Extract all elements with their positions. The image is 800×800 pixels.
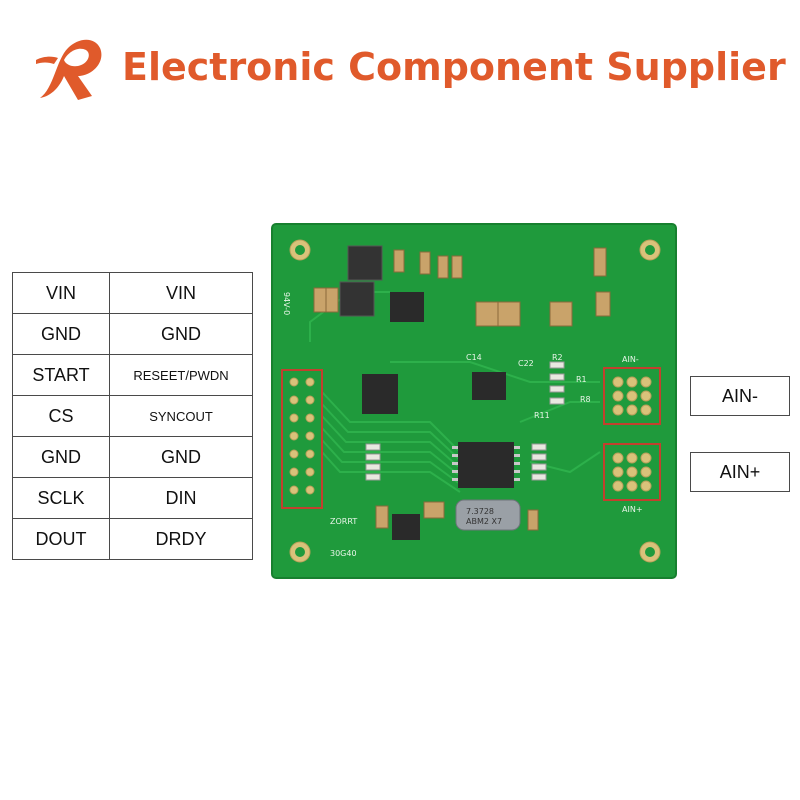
- crystal-marking: 7.3728: [466, 507, 494, 516]
- pin-left-label: CS: [12, 395, 110, 437]
- pin-right-label: DRDY: [109, 518, 253, 560]
- pin-right-label: SYNCOUT: [109, 395, 253, 437]
- r-letter-logo-icon: [36, 39, 102, 100]
- silk-rating: 94V-0: [282, 292, 291, 315]
- pin-left-label: GND: [12, 313, 110, 355]
- pcb-board: 7.3728 ABM2 X7: [270, 222, 678, 580]
- brand-title: Electronic Component Supplier: [122, 45, 786, 89]
- ain-minus-text: AIN-: [722, 385, 758, 406]
- silk-c22: C22: [518, 359, 534, 368]
- pin-right-label: GND: [109, 313, 253, 355]
- mounting-hole: [289, 239, 661, 563]
- silk-ain-minus: AIN-: [622, 355, 639, 364]
- crystal-marking-2: ABM2 X7: [466, 517, 502, 526]
- ain-minus-label: AIN-: [690, 376, 790, 416]
- silk-ain-plus: AIN+: [622, 505, 643, 514]
- pin-right-label: RESEET/PWDN: [109, 354, 253, 396]
- pin-left-label: START: [12, 354, 110, 396]
- ain-plus-label: AIN+: [690, 452, 790, 492]
- silk-code-2: ZORRT: [330, 517, 357, 526]
- ain-plus-text: AIN+: [719, 461, 761, 482]
- silk-r11: R11: [534, 411, 550, 420]
- silk-r2: R2: [552, 353, 563, 362]
- silk-code: 30G40: [330, 549, 357, 558]
- silk-r1: R1: [576, 375, 587, 384]
- pin-left-label: DOUT: [12, 518, 110, 560]
- pin-right-label: VIN: [109, 272, 253, 314]
- silk-c14: C14: [466, 353, 482, 362]
- silk-r8: R8: [580, 395, 591, 404]
- header: Electronic Component Supplier: [0, 0, 800, 130]
- pin-right-label: GND: [109, 436, 253, 478]
- pin-left-label: GND: [12, 436, 110, 478]
- pin-left-label: VIN: [12, 272, 110, 314]
- pin-left-label: SCLK: [12, 477, 110, 519]
- pin-right-label: DIN: [109, 477, 253, 519]
- pcb-board-drawing: 7.3728 ABM2 X7: [271, 223, 677, 579]
